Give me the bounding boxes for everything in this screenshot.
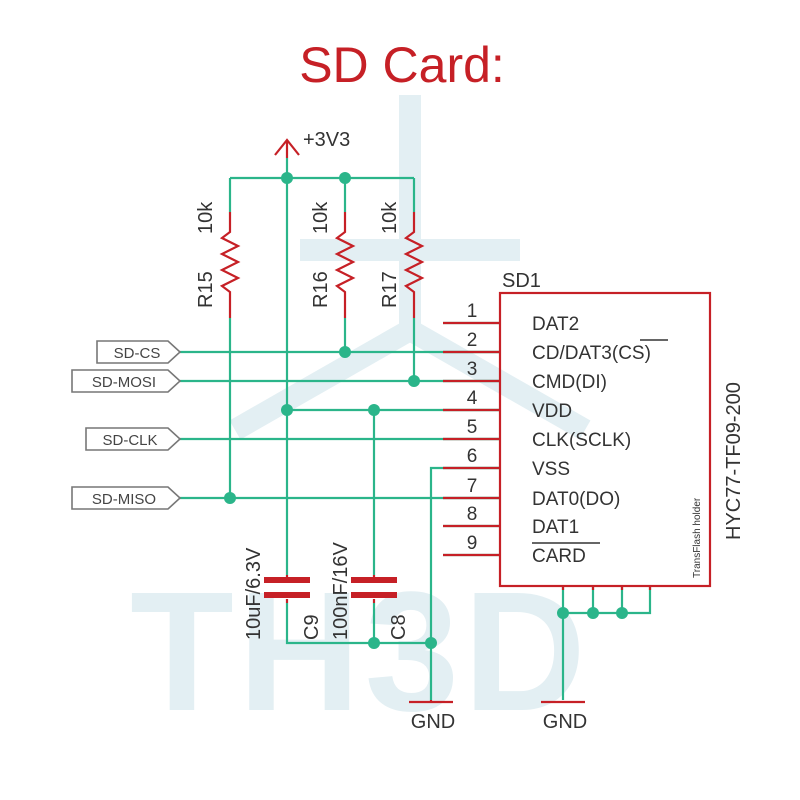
- junction-dot: [368, 637, 380, 649]
- pin-name: CMD(DI): [532, 372, 607, 393]
- pin-name: CLK(SCLK): [532, 430, 631, 451]
- capacitor-plate: [351, 592, 397, 598]
- watermark-text: TH3D: [130, 557, 590, 747]
- junction-dot: [616, 607, 628, 619]
- resistor-ref: R17: [379, 271, 401, 308]
- resistor-r16: R16 10k: [310, 201, 356, 318]
- pin-name: DAT1: [532, 517, 579, 538]
- pin-name: CARD: [532, 546, 586, 567]
- pin-number: 6: [467, 446, 478, 467]
- capacitor-c9: 10uF/6.3V C9: [243, 547, 323, 640]
- schematic-title: SD Card:: [299, 37, 505, 93]
- junction-dot: [339, 172, 351, 184]
- capacitor-c8: 100nF/16V C8: [330, 541, 410, 640]
- junction-dot: [368, 404, 380, 416]
- junction-dot: [224, 492, 236, 504]
- capacitor-value: 10uF/6.3V: [243, 547, 265, 640]
- port-sd-mosi: SD-MOSI: [71, 369, 182, 393]
- capacitor-value: 100nF/16V: [330, 541, 352, 640]
- junction-dot: [557, 607, 569, 619]
- port-sd-clk: SD-CLK: [85, 427, 182, 451]
- port-label: SD-MOSI: [92, 374, 156, 391]
- junction-dot: [587, 607, 599, 619]
- port-label: SD-CLK: [102, 432, 157, 449]
- connector-ref: SD1: [502, 270, 541, 292]
- resistor-value: 10k: [310, 201, 332, 234]
- power-label: +3V3: [303, 129, 350, 151]
- pin-name: CD/DAT3(CS): [532, 343, 651, 364]
- ground-label: GND: [411, 711, 455, 733]
- junction-dot: [281, 172, 293, 184]
- port-label: SD-CS: [114, 345, 161, 362]
- resistor-value: 10k: [379, 201, 401, 234]
- capacitor-ref: C9: [301, 614, 323, 640]
- power-symbol-3v3: +3V3: [274, 129, 350, 158]
- junctions: [224, 172, 628, 649]
- capacitor-ref: C8: [388, 614, 410, 640]
- junction-dot: [281, 404, 293, 416]
- resistor-r15: R15 10k: [195, 201, 241, 318]
- pin-number: 1: [467, 301, 478, 322]
- pin-name: VDD: [532, 401, 572, 422]
- resistor-ref: R15: [195, 271, 217, 308]
- ground-symbol: GND: [541, 700, 587, 733]
- port-sd-miso: SD-MISO: [71, 486, 182, 510]
- pin-number: 9: [467, 533, 478, 554]
- pin-name: DAT2: [532, 314, 579, 335]
- junction-dot: [408, 375, 420, 387]
- pin-number: 2: [467, 330, 478, 351]
- pin-name: DAT0(DO): [532, 489, 620, 510]
- connector-sd1: SD1 HYC77-TF09-200 TransFlash holder 1 2…: [443, 270, 745, 590]
- ground-label: GND: [543, 711, 587, 733]
- ground-symbol: GND: [409, 700, 455, 733]
- pin-number: 3: [467, 359, 478, 380]
- port-label: SD-MISO: [92, 491, 156, 508]
- pin-number: 4: [467, 388, 478, 409]
- capacitor-plate: [264, 577, 310, 583]
- connector-part: HYC77-TF09-200: [723, 382, 745, 540]
- pin-name: VSS: [532, 459, 570, 480]
- watermark: TH3D: [130, 95, 591, 747]
- pin-number: 8: [467, 504, 478, 525]
- pin-number: 7: [467, 476, 478, 497]
- resistor-ref: R16: [310, 271, 332, 308]
- capacitor-plate: [351, 577, 397, 583]
- resistor-r17: R17 10k: [379, 201, 425, 318]
- port-sd-cs: SD-CS: [96, 340, 182, 364]
- pin-number: 5: [467, 417, 478, 438]
- junction-dot: [339, 346, 351, 358]
- capacitor-plate: [264, 592, 310, 598]
- junction-dot: [425, 637, 437, 649]
- resistor-value: 10k: [195, 201, 217, 234]
- connector-description: TransFlash holder: [692, 497, 703, 578]
